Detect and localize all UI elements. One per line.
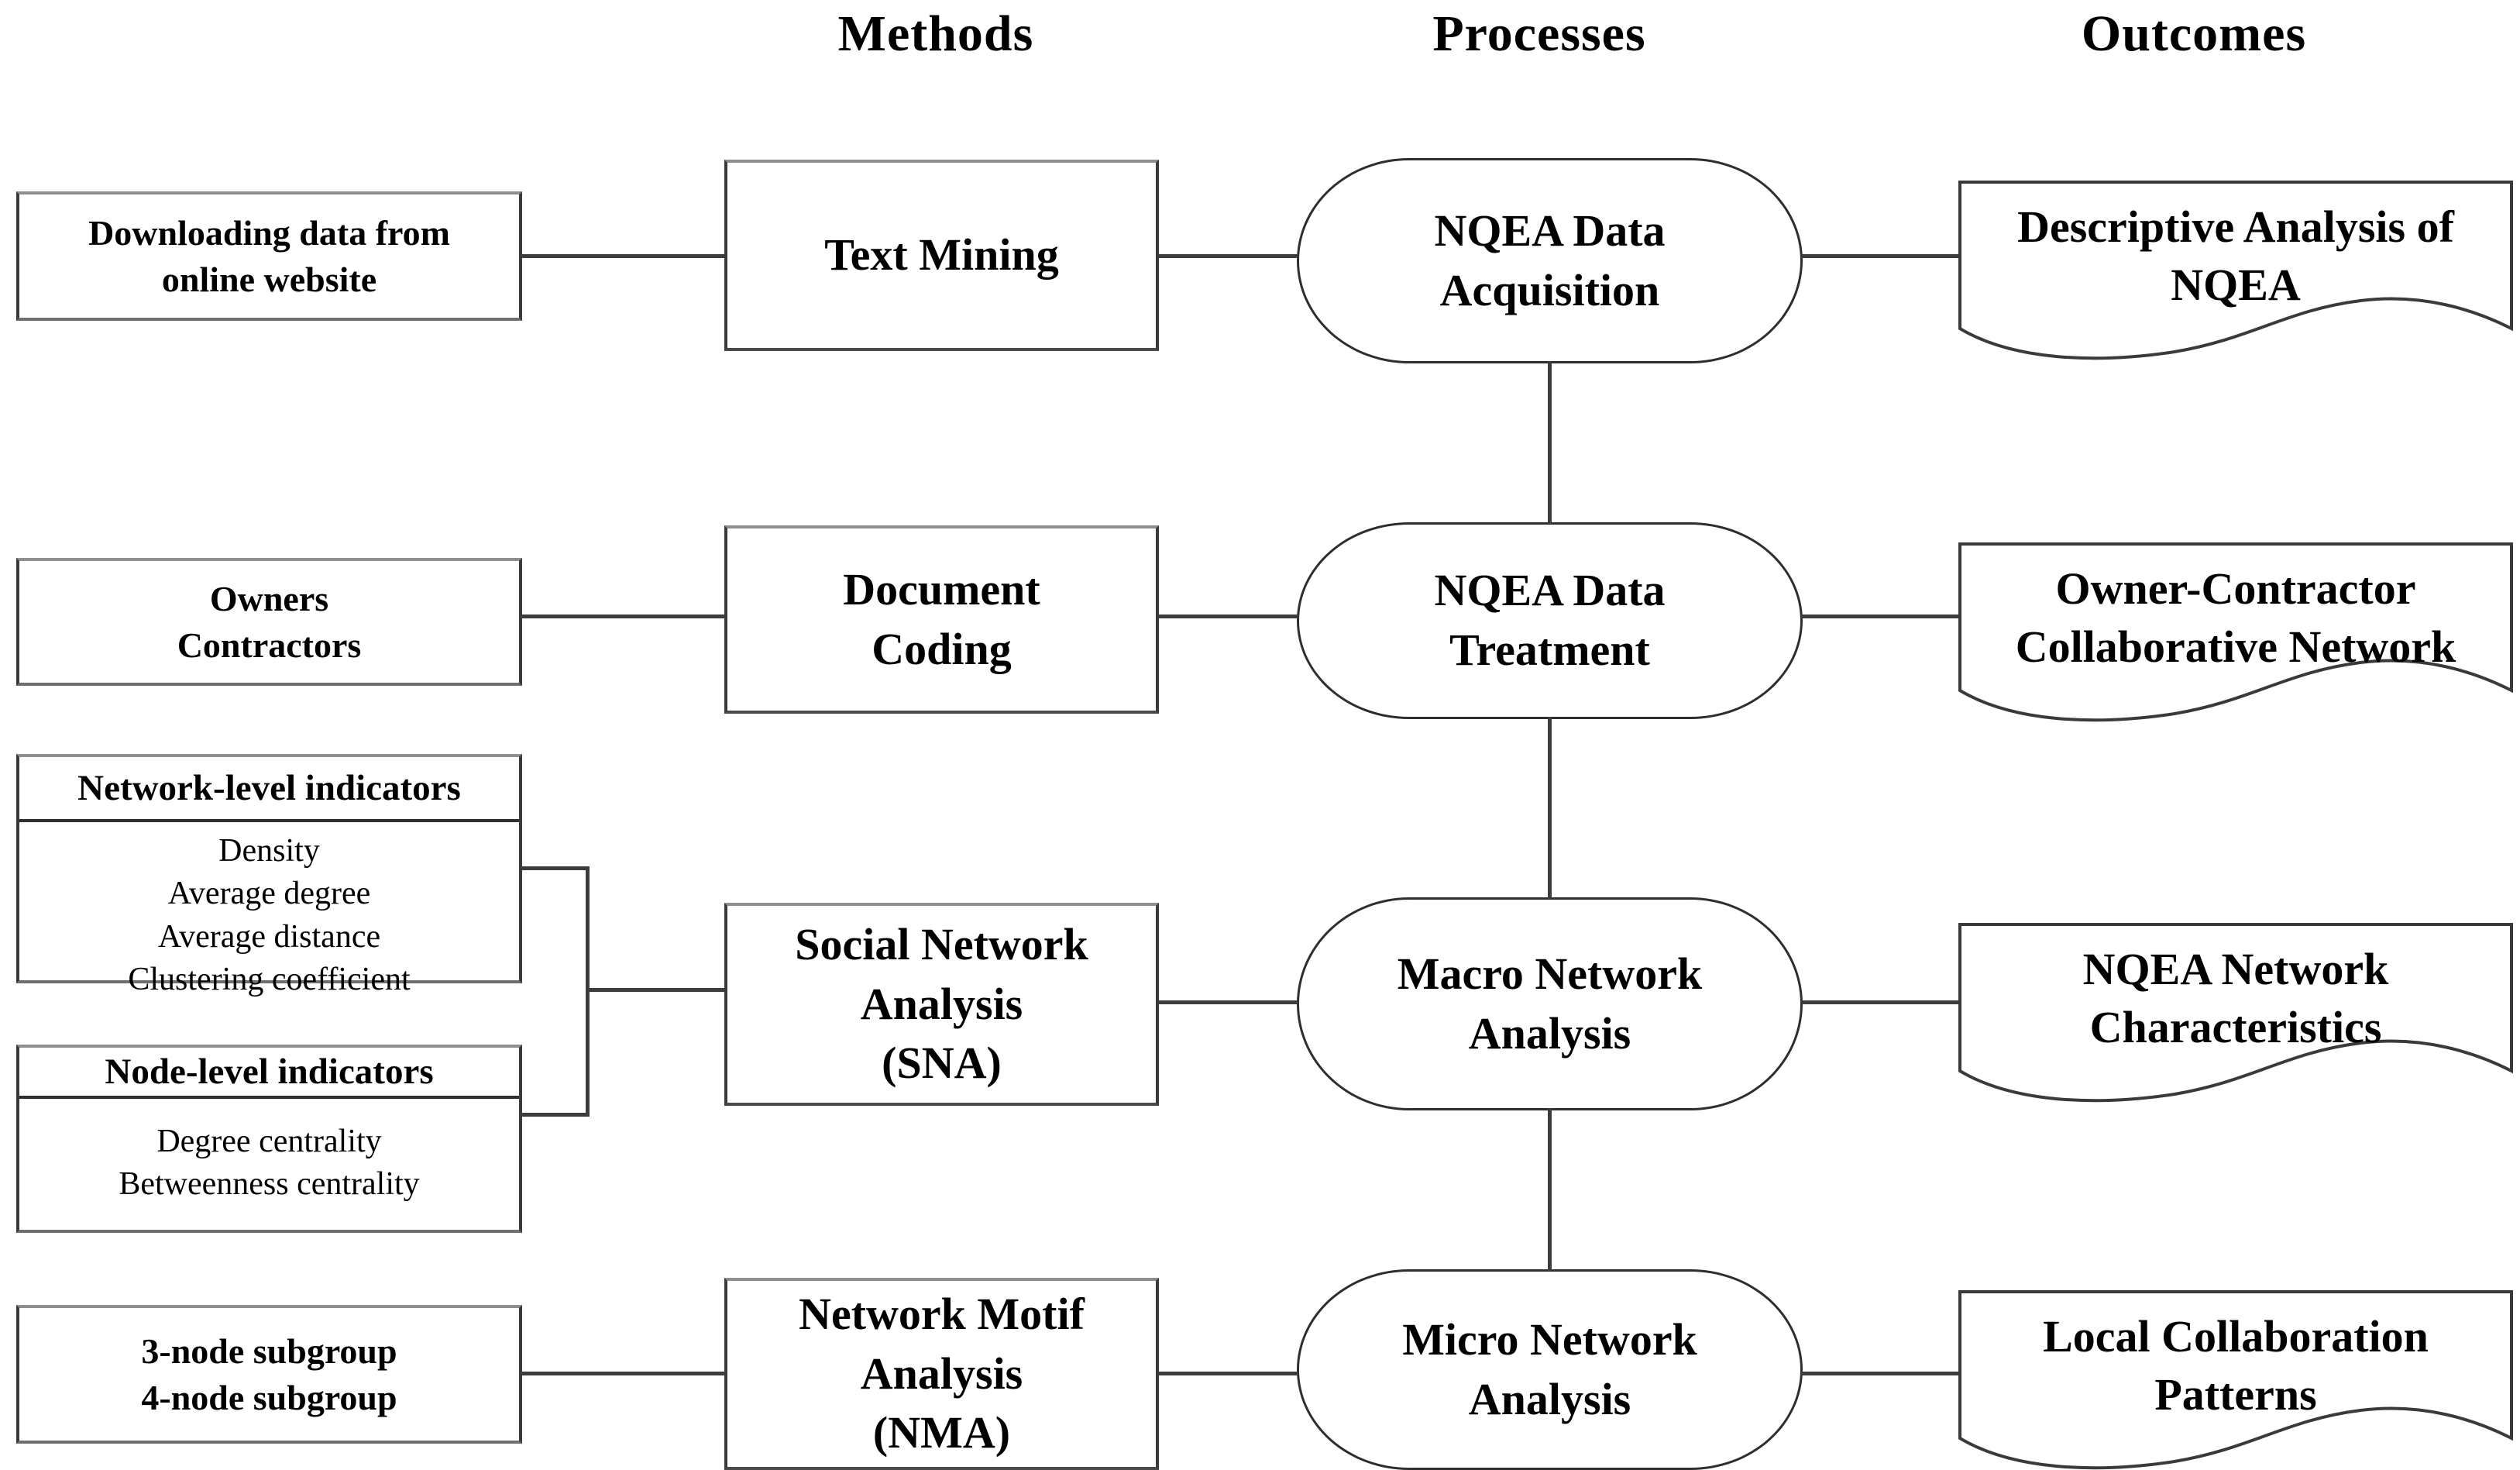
outcome-doc-local-collaboration: Local Collaboration Patterns xyxy=(1958,1289,2514,1470)
outcome-text: Local Collaboration Patterns xyxy=(1965,1299,2506,1432)
column-header-methods: Methods xyxy=(837,5,1034,62)
input-box-line: Owners xyxy=(209,578,329,618)
outcome-doc-descriptive-analysis: Descriptive Analysis of NQEA xyxy=(1958,180,2514,377)
outcome-line: Owner-Contractor xyxy=(2055,563,2416,614)
input-box-line: online website xyxy=(161,259,377,299)
connector-row2-process-outcome xyxy=(1801,615,1959,618)
method-box-sna: Social Network Analysis (SNA) xyxy=(724,903,1159,1106)
outcome-line: NQEA Network xyxy=(2082,943,2389,994)
document-shape xyxy=(1958,923,2513,1103)
method-box-line: Social Network xyxy=(795,919,1088,970)
outcome-line: Characteristics xyxy=(2089,1002,2382,1052)
method-box-text-mining: Text Mining xyxy=(724,160,1159,351)
connector-macro-micro xyxy=(1548,1108,1552,1271)
document-shape xyxy=(1958,181,2513,360)
process-shape-macro-network-analysis: Macro Network Analysis xyxy=(1297,897,1803,1110)
outcome-line: Descriptive Analysis of xyxy=(2017,201,2454,252)
connector-row3-process-outcome xyxy=(1801,1000,1959,1004)
indicator-box-title: Node-level indicators xyxy=(19,1048,519,1099)
column-header-processes: Processes xyxy=(1432,5,1646,62)
indicator-box-title: Network-level indicators xyxy=(19,757,519,822)
process-line: Analysis xyxy=(1468,1007,1631,1059)
connector-treatment-macro xyxy=(1548,717,1552,899)
indicator-item: Degree centrality xyxy=(156,1124,382,1159)
connector-bracket-to-sna xyxy=(586,988,726,992)
connector-row3-method-process xyxy=(1157,1000,1298,1004)
connector-row2-input-method xyxy=(521,615,726,618)
outcome-text: NQEA Network Characteristics xyxy=(1965,931,2506,1065)
indicator-item: Betweenness centrality xyxy=(119,1166,420,1203)
connector-row1-method-process xyxy=(1157,254,1298,258)
process-shape-nqea-data-acquisition: NQEA Data Acquisition xyxy=(1297,158,1803,363)
method-box-line: Analysis xyxy=(860,1348,1023,1399)
indicator-item: Average distance xyxy=(157,918,381,955)
process-shape-micro-network-analysis: Micro Network Analysis xyxy=(1297,1269,1803,1470)
input-box-subgroups: 3-node subgroup 4-node subgroup xyxy=(16,1305,522,1444)
connector-row4-input-method xyxy=(521,1372,726,1375)
input-box-owners-contractors: Owners Contractors xyxy=(16,558,522,686)
process-line: NQEA Data xyxy=(1434,565,1666,616)
indicator-item: Clustering coefficient xyxy=(128,962,411,998)
input-box-line: 4-node subgroup xyxy=(141,1377,397,1417)
outcome-doc-network-characteristics: NQEA Network Characteristics xyxy=(1958,922,2514,1120)
process-line: Treatment xyxy=(1449,625,1650,675)
process-line: Macro Network xyxy=(1397,948,1703,999)
outcome-line: Local Collaboration xyxy=(2043,1310,2429,1362)
indicator-list: Density Average degree Average distance … xyxy=(19,822,519,1002)
connector-acquisition-treatment xyxy=(1548,361,1552,524)
indicator-box-node-level: Node-level indicators Degree centrality … xyxy=(16,1045,522,1233)
process-line: NQEA Data xyxy=(1434,205,1666,256)
method-box-document-coding: Document Coding xyxy=(724,525,1159,714)
process-line: Analysis xyxy=(1468,1373,1631,1424)
indicator-item: Density xyxy=(218,833,320,869)
connector-row1-input-method xyxy=(521,254,726,258)
method-box-line: Text Mining xyxy=(824,229,1059,281)
connector-row1-process-outcome xyxy=(1801,254,1959,258)
outcome-text: Owner-Contractor Collaborative Network xyxy=(1965,551,2506,684)
indicator-box-network-level: Network-level indicators Density Average… xyxy=(16,754,522,997)
connector-row4-method-process xyxy=(1157,1372,1298,1375)
connector-row4-process-outcome xyxy=(1801,1372,1959,1375)
method-box-line: Document xyxy=(843,563,1040,615)
input-box-downloading-data: Downloading data from online website xyxy=(16,191,522,321)
method-box-line: (SNA) xyxy=(882,1038,1002,1089)
indicator-item: Average degree xyxy=(167,876,371,912)
connector-row2-method-process xyxy=(1157,615,1298,618)
outcome-text: Descriptive Analysis of NQEA xyxy=(1965,189,2506,322)
outcome-doc-collaborative-network: Owner-Contractor Collaborative Network xyxy=(1958,542,2514,739)
method-box-line: Coding xyxy=(872,623,1012,674)
process-shape-nqea-data-treatment: NQEA Data Treatment xyxy=(1297,522,1803,719)
method-box-nma: Network Motif Analysis (NMA) xyxy=(724,1278,1159,1470)
method-box-line: (NMA) xyxy=(872,1407,1011,1458)
column-header-outcomes: Outcomes xyxy=(2081,5,2307,62)
document-shape xyxy=(1958,542,2513,722)
input-box-line: 3-node subgroup xyxy=(141,1331,397,1371)
input-box-line: Contractors xyxy=(177,625,362,665)
outcome-line: Patterns xyxy=(2154,1369,2317,1420)
outcome-line: NQEA xyxy=(2171,260,2301,310)
connector-network-indicators-stub xyxy=(521,866,590,870)
process-line: Micro Network xyxy=(1402,1313,1697,1365)
document-shape xyxy=(1958,1290,2513,1470)
input-box-line: Downloading data from xyxy=(88,212,450,253)
method-box-line: Network Motif xyxy=(799,1289,1085,1340)
indicator-list: Degree centrality Betweenness centrality xyxy=(19,1099,519,1207)
connector-node-indicators-stub xyxy=(521,1113,590,1117)
process-line: Acquisition xyxy=(1439,264,1660,315)
outcome-line: Collaborative Network xyxy=(2015,621,2456,672)
method-box-line: Analysis xyxy=(860,978,1023,1029)
